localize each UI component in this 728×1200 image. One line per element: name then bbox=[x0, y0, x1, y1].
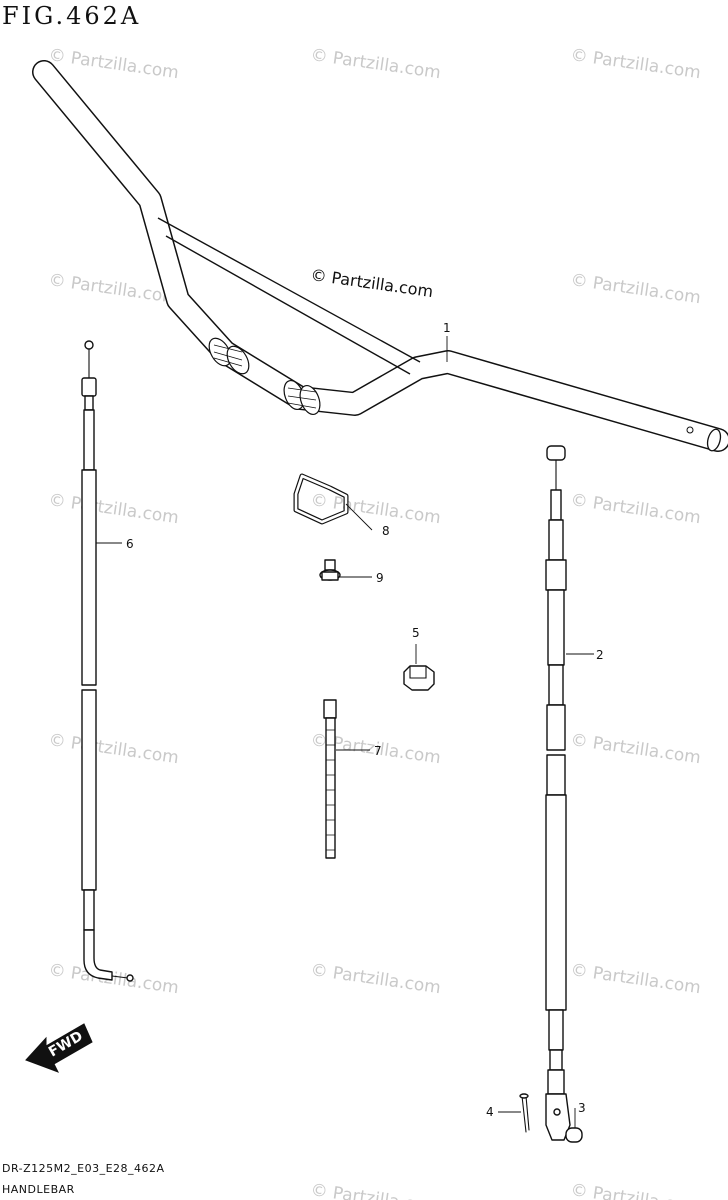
cotter-pin-part bbox=[498, 1093, 530, 1133]
callout-number-3: 3 bbox=[578, 1101, 586, 1115]
watermark: © Partzilla.com bbox=[309, 1180, 442, 1200]
callout-number-5: 5 bbox=[412, 626, 420, 640]
watermark: © Partzilla.com bbox=[309, 960, 442, 998]
watermark: © Partzilla.com bbox=[569, 960, 702, 998]
watermark: © Partzilla.com bbox=[47, 490, 180, 528]
watermark: © Partzilla.com bbox=[309, 45, 442, 83]
watermark: © Partzilla.com bbox=[569, 270, 702, 308]
watermark-main: © Partzilla.com bbox=[309, 265, 434, 301]
watermark: © Partzilla.com bbox=[569, 730, 702, 768]
bolt-part bbox=[319, 559, 372, 581]
callout-number-1: 1 bbox=[443, 321, 451, 335]
wire-clamp-part bbox=[293, 473, 373, 531]
forward-direction-arrow: FWD bbox=[25, 1023, 93, 1073]
callout-number-2: 2 bbox=[596, 648, 604, 662]
watermark: © Partzilla.com bbox=[47, 960, 180, 998]
clutch-cable-part bbox=[545, 445, 571, 1141]
throttle-cable-part bbox=[81, 340, 134, 982]
watermark: © Partzilla.com bbox=[47, 730, 180, 768]
figure-title: FIG.462A bbox=[2, 2, 142, 30]
callout-number-4: 4 bbox=[486, 1105, 494, 1119]
callout-number-8: 8 bbox=[382, 524, 390, 538]
figure-code: DR-Z125M2_E03_E28_462A bbox=[2, 1162, 165, 1175]
cable-end-pin-part bbox=[565, 1108, 583, 1143]
watermark: © Partzilla.com bbox=[47, 45, 180, 83]
cable-clamp-part bbox=[403, 644, 435, 691]
callout-number-6: 6 bbox=[126, 537, 134, 551]
watermark: © Partzilla.com bbox=[569, 1180, 702, 1200]
section-label: HANDLEBAR bbox=[2, 1183, 75, 1196]
callout-number-7: 7 bbox=[374, 744, 382, 758]
callout-number-9: 9 bbox=[376, 571, 384, 585]
cable-tie-part bbox=[323, 699, 370, 859]
watermark: © Partzilla.com bbox=[569, 45, 702, 83]
knurled-grip-area bbox=[208, 337, 321, 416]
handlebar-part bbox=[32, 60, 728, 452]
watermark: © Partzilla.com bbox=[569, 490, 702, 528]
watermark: © Partzilla.com bbox=[309, 490, 442, 528]
